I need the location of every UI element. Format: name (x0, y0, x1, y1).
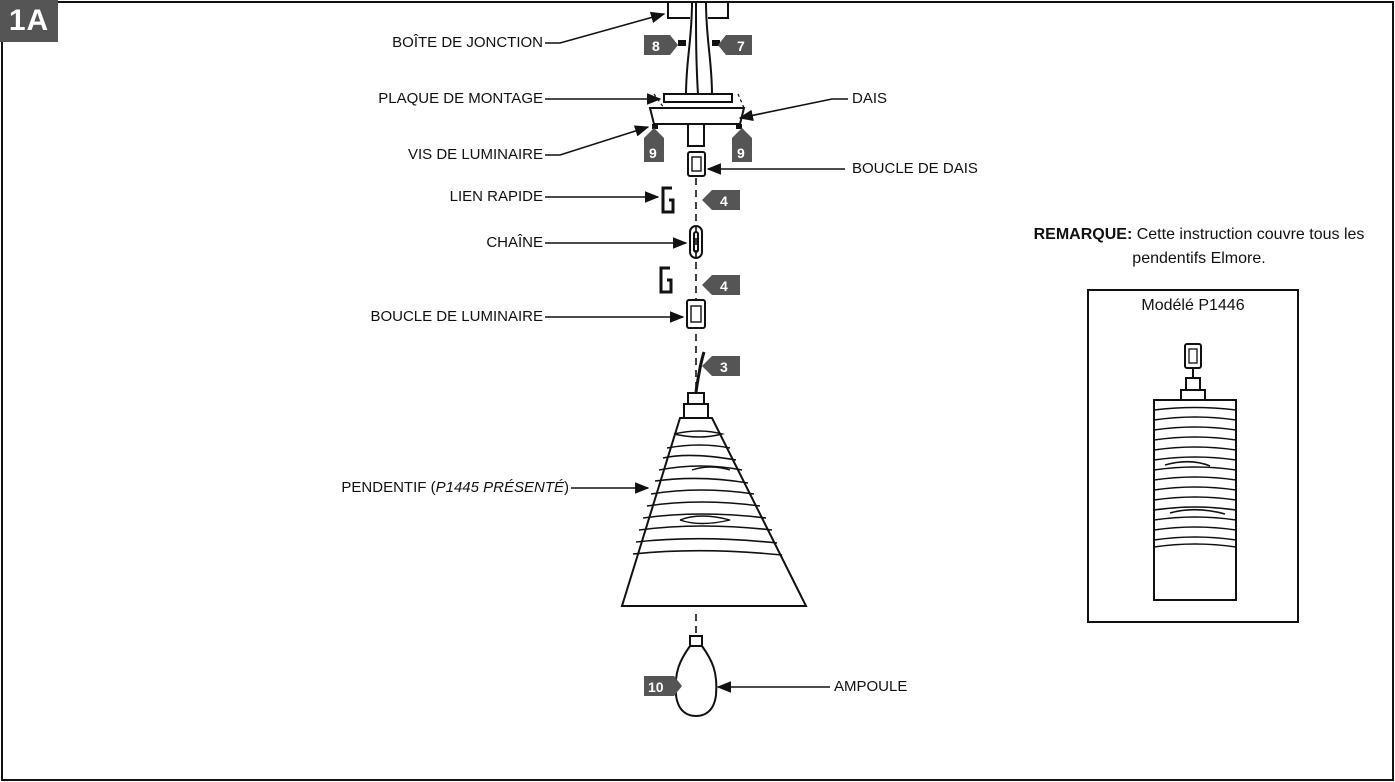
step-tag-10-text: 10 (648, 679, 664, 695)
label-fixture-screw: VIS DE LUMINAIRE (407, 146, 543, 163)
label-quick-link: LIEN RAPIDE (449, 188, 543, 205)
step-tag-9-right: 9 (732, 128, 752, 162)
step-tag-10: 10 (644, 676, 682, 696)
step-tag-8: 8 (644, 35, 678, 55)
canopy-leader (738, 98, 848, 122)
label-pendant-model: P1445 PRÉSENTÉ (435, 479, 564, 496)
label-pendant: PENDENTIF (P1445 PRÉSENTÉ) (341, 479, 569, 497)
step-tag-4-top: 4 (702, 190, 740, 210)
step-tag-7: 7 (718, 35, 752, 55)
wire-nut-right (712, 40, 720, 46)
threaded-pipe (687, 123, 705, 147)
junction-box-leader (545, 11, 666, 44)
model-inset-pendant (1153, 343, 1237, 601)
canopy-loop-icon (687, 151, 706, 177)
note: REMARQUE: Cette instruction couvre tous … (1010, 223, 1388, 271)
step-tag-4-bottom: 4 (702, 275, 740, 295)
step-tags: 8 7 9 9 4 4 3 10 (644, 35, 752, 696)
wires (685, 1, 713, 96)
pendant-shade (620, 392, 808, 607)
note-heading: REMARQUE: (1033, 226, 1133, 243)
quick-link-icon (659, 266, 673, 294)
label-canopy: DAIS (852, 90, 888, 107)
chain-icon (689, 225, 703, 259)
fixture-wire (694, 351, 706, 393)
wire-nut-left (678, 40, 686, 46)
label-chain: CHAÎNE (486, 234, 543, 251)
fixture-screw-right (736, 124, 742, 129)
step-tag-7-text: 7 (737, 38, 745, 54)
label-fixture-loop: BOUCLE DE LUMINAIRE (370, 308, 543, 325)
quick-link-icon (661, 186, 675, 214)
label-junction-box: BOÎTE DE JONCTION (392, 34, 543, 51)
step-tag-9-left: 9 (644, 128, 664, 162)
step-tag-9-left-text: 9 (649, 145, 657, 161)
fixture-screw-leader (545, 125, 650, 156)
fixture-loop-icon (686, 299, 706, 329)
step-tag-4-top-text: 4 (720, 193, 728, 209)
junction-box (667, 2, 729, 19)
section-badge: 1A (0, 0, 58, 42)
label-pendant-prefix: PENDENTIF ( (341, 479, 436, 496)
label-pendant-suffix: ) (564, 479, 569, 496)
mounting-plate (663, 93, 733, 103)
step-tag-4-bottom-text: 4 (720, 278, 728, 294)
model-inset-title: Modélé P1446 (1141, 297, 1245, 314)
step-tag-9-right-text: 9 (737, 145, 745, 161)
canopy (648, 107, 746, 125)
label-mounting-plate: PLAQUE DE MONTAGE (378, 90, 543, 107)
bulb-icon (674, 635, 718, 718)
step-tag-8-text: 8 (652, 38, 660, 54)
note-text: Cette instruction couvre tous les penden… (1132, 226, 1365, 267)
fixture-screw-left (652, 124, 658, 129)
step-tag-3-text: 3 (720, 359, 728, 375)
label-canopy-loop: BOUCLE DE DAIS (852, 160, 978, 177)
label-bulb: AMPOULE (834, 678, 908, 695)
step-tag-3: 3 (702, 356, 740, 376)
